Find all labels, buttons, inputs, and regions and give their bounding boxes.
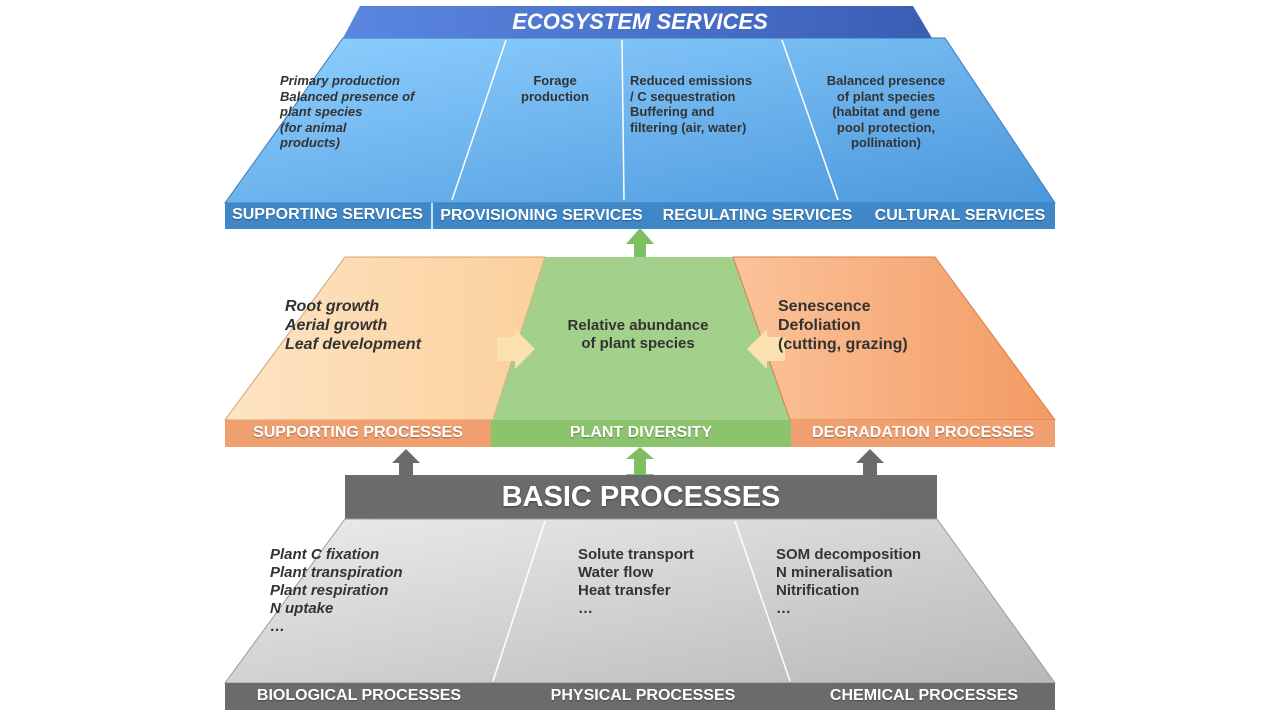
basic-processes-title-bar (345, 475, 937, 519)
arrow-up-to-services (626, 228, 654, 262)
band-supporting-processes: SUPPORTING PROCESSES (253, 424, 463, 441)
arrow-up-right (856, 449, 884, 475)
band-physical-processes: PHYSICAL PROCESSES (550, 687, 736, 704)
basic-divider-1 (492, 520, 546, 682)
services-title: ECOSYSTEM SERVICES (512, 9, 768, 34)
basic-processes-band (225, 683, 1055, 710)
arrow-right-icon (497, 329, 535, 369)
service-cell-4: Balanced presence of plant species (habi… (826, 73, 946, 151)
degradation-processes-band (791, 420, 1055, 447)
band-plant-diversity: PLANT DIVERSITY (569, 424, 713, 441)
services-divider-3 (781, 39, 839, 201)
services-divider-1 (451, 39, 507, 201)
plant-diversity-plane (493, 257, 790, 420)
basic-divider-2 (734, 520, 791, 682)
service-cell-1: Primary production Balanced presence of … (280, 73, 415, 151)
band-provisioning-services: PROVISIONING SERVICES (440, 207, 643, 224)
services-divider-2 (621, 39, 625, 201)
services-title-bar (343, 6, 932, 38)
degradation-processes-text: Senescence Defoliation (cutting, grazing… (778, 298, 908, 354)
plant-diversity-text: Relative abundance of plant species (567, 317, 709, 352)
band-chemical-processes: CHEMICAL PROCESSES (829, 687, 1019, 704)
biological-processes-text: Plant C fixation Plant transpiration Pla… (270, 546, 403, 635)
supporting-processes-text: Root growth Aerial growth Leaf developme… (285, 298, 422, 354)
band-cultural-services: CULTURAL SERVICES (874, 207, 1046, 224)
service-cell-3: Reduced emissions / C sequestration Buff… (630, 73, 753, 135)
band-degradation-processes: DEGRADATION PROCESSES (812, 424, 1034, 441)
band-biological-processes: BIOLOGICAL PROCESSES (256, 687, 462, 704)
service-cell-2: Forage production (521, 73, 589, 104)
plant-diversity-band (491, 420, 791, 447)
basic-processes-title: BASIC PROCESSES (501, 481, 781, 513)
band-supporting-services: SUPPORTING SERVICES (232, 206, 423, 223)
chemical-processes-text: SOM decomposition N mineralisation Nitri… (776, 546, 922, 617)
arrow-up-left (392, 449, 420, 475)
band-regulating-services: REGULATING SERVICES (662, 207, 853, 224)
physical-processes-text: Solute transport Water flow Heat transfe… (578, 546, 694, 617)
arrow-left-icon (747, 329, 785, 369)
supporting-processes-band (225, 420, 491, 447)
services-band (225, 203, 1055, 229)
